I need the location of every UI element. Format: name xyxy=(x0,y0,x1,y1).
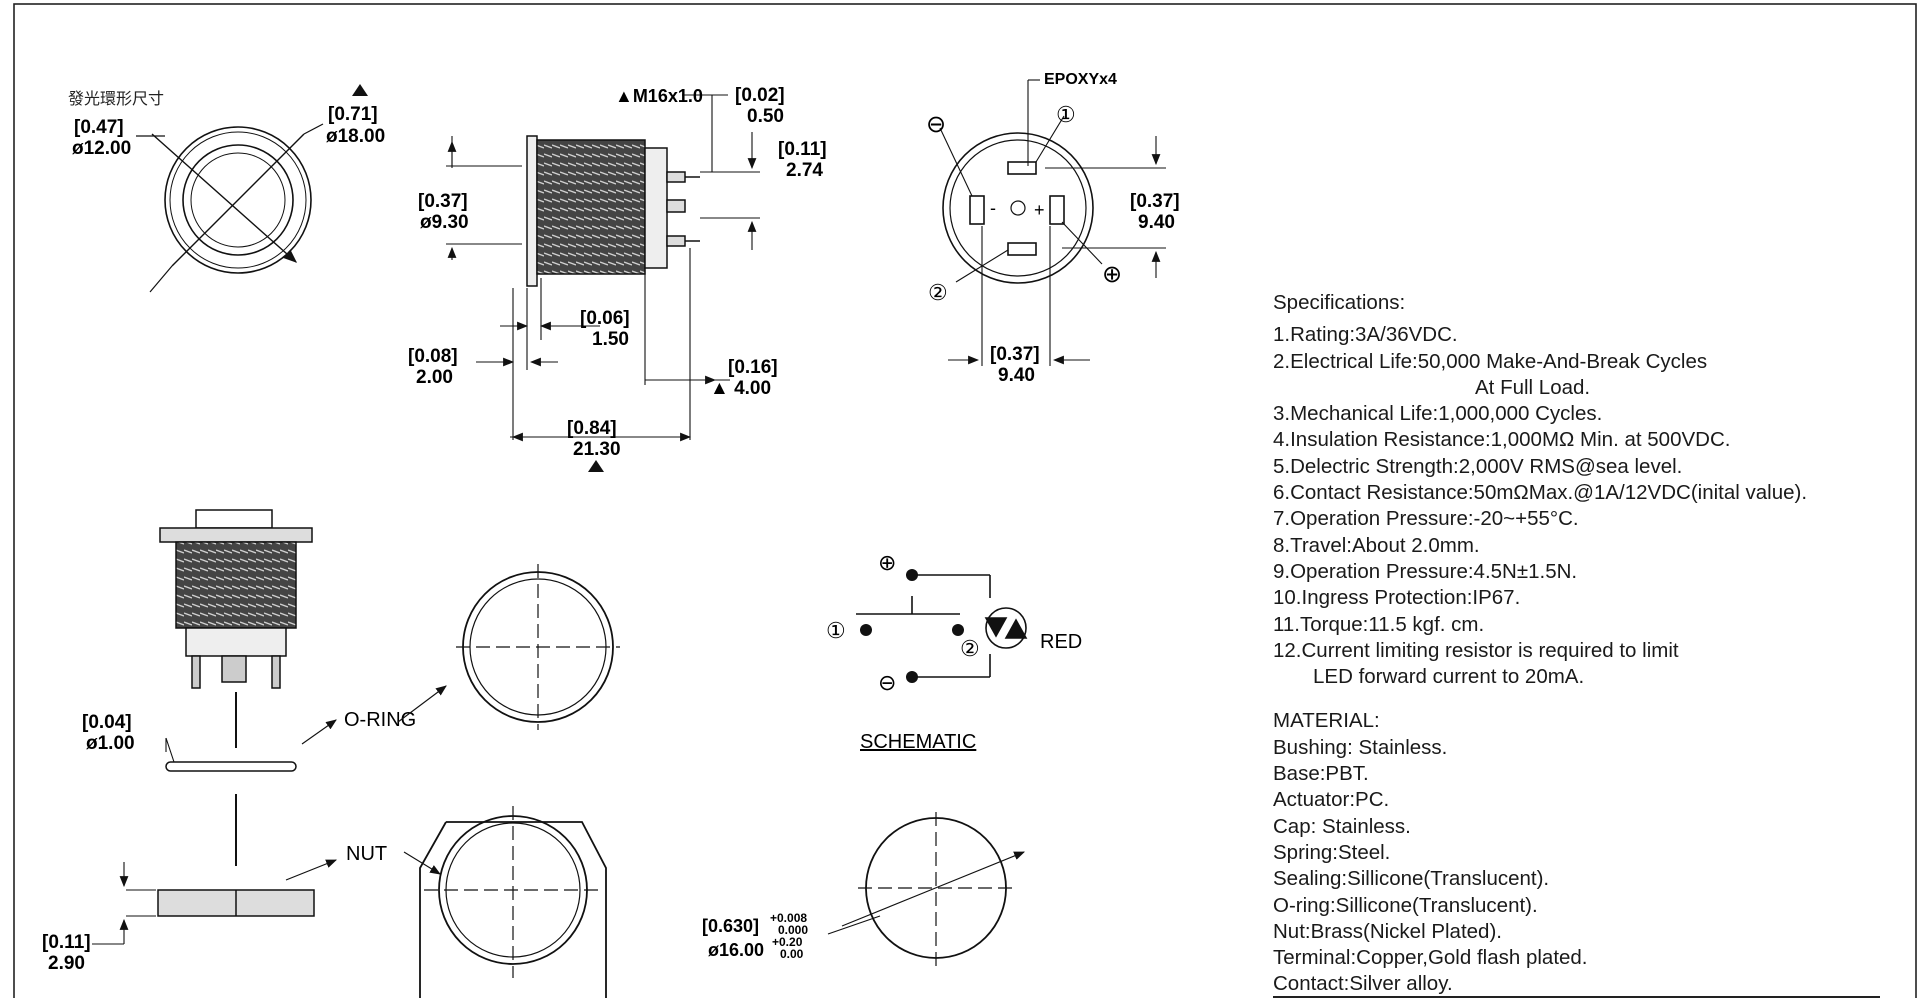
dim-d3-mm: 0.50 xyxy=(747,106,784,127)
spec-item: 10.Ingress Protection:IP67. xyxy=(1273,586,1521,610)
dim-d2-mm: ø18.00 xyxy=(326,126,385,147)
dim-d11-inch: [0.37] xyxy=(990,344,1040,365)
material-item: Contact:Silver alloy. xyxy=(1273,972,1453,996)
dim-d10-inch: [0.37] xyxy=(1130,191,1180,212)
material-item: Nut:Brass(Nickel Plated). xyxy=(1273,919,1502,943)
led-color-label: RED xyxy=(1040,631,1082,653)
schematic-plus: ⊕ xyxy=(878,550,896,575)
material-item: Actuator:PC. xyxy=(1273,788,1390,812)
material-item: Spring:Steel. xyxy=(1273,840,1391,864)
schematic-contact-dot xyxy=(906,569,918,581)
dim-d3-inch: [0.02] xyxy=(735,85,785,106)
terminal-view xyxy=(939,79,1166,366)
spec-item: LED forward current to 20mA. xyxy=(1313,665,1585,689)
spec-item: 8.Travel:About 2.0mm. xyxy=(1273,533,1480,557)
dim-d13-inch: [0.11] xyxy=(42,932,91,953)
dim-d12-inch: [0.04] xyxy=(82,712,132,733)
dim-d4-inch: [0.11] xyxy=(778,139,827,160)
schematic-t1: ① xyxy=(826,618,846,643)
spec-item: At Full Load. xyxy=(1475,375,1591,399)
spec-item: 3.Mechanical Life:1,000,000 Cycles. xyxy=(1273,402,1603,426)
dim-d4-mm: 2.74 xyxy=(786,160,823,181)
glow-ring-label: 發光環形尺寸 xyxy=(68,90,164,108)
dim-d5-inch: [0.37] xyxy=(418,191,468,212)
dim-d14-tol-mm-lo: 0.00 xyxy=(780,947,804,961)
drawing-border xyxy=(13,3,1917,998)
dim-d11-mm: 9.40 xyxy=(998,365,1035,386)
material-item: Cap: Stainless. xyxy=(1273,814,1411,838)
spec-item: 4.Insulation Resistance:1,000MΩ Min. at … xyxy=(1273,428,1731,452)
dim-d7-inch: [0.08] xyxy=(408,346,458,367)
spec-item: 6.Contact Resistance:50mΩMax.@1A/12VDC(i… xyxy=(1273,481,1808,505)
assembly-dimension-lines xyxy=(92,719,338,945)
panel-cutout-view xyxy=(827,812,1026,970)
dim-d9-mm: 21.30 xyxy=(573,439,621,460)
dim-d14-mm: ø16.00 xyxy=(708,940,764,960)
dim-d13-mm: 2.90 xyxy=(48,953,85,974)
schematic-diagram xyxy=(856,574,1028,678)
schematic-contact-dot xyxy=(860,624,872,636)
dim-d12-mm: ø1.00 xyxy=(86,733,135,754)
epoxy-label: EPOXYx4 xyxy=(1044,71,1117,88)
nut-label: NUT xyxy=(346,843,387,865)
material-item: Terminal:Copper,Gold flash plated. xyxy=(1273,946,1588,970)
schematic-contact-dot xyxy=(906,671,918,683)
terminal-minus-label: ⊖ xyxy=(926,111,946,138)
schematic-contact-dot xyxy=(952,624,964,636)
schematic-minus: ⊖ xyxy=(878,670,896,695)
thread-label: ▲M16x1.0 xyxy=(615,86,703,106)
dim-d14-tol-in-hi: +0.008 xyxy=(770,911,807,925)
spec-item: 9.Operation Pressure:4.5N±1.5N. xyxy=(1273,559,1578,583)
material-item: Sealing:Sillicone(Translucent). xyxy=(1273,867,1550,891)
dim-d8-inch: [0.16] xyxy=(728,357,778,378)
dim-d5-mm: ø9.30 xyxy=(420,212,469,233)
top-view xyxy=(136,123,324,293)
specifications-title: Specifications: xyxy=(1273,291,1406,314)
spec-item: 1.Rating:3A/36VDC. xyxy=(1273,323,1458,347)
dim-d9-inch: [0.84] xyxy=(567,418,617,439)
dim-d1-inch: [0.47] xyxy=(74,117,124,138)
dim-d14-tol-mm-hi: +0.20 xyxy=(772,935,803,949)
dim-d7-mm: 2.00 xyxy=(416,367,453,388)
terminal-2-label: ② xyxy=(928,280,948,305)
terminal-plus-label: ⊕ xyxy=(1102,261,1122,288)
o-ring-label: O-RING xyxy=(344,709,416,731)
triangle-marker-2 xyxy=(588,460,604,472)
nut-view xyxy=(403,806,607,998)
terminal-plus-small: + xyxy=(1034,200,1045,220)
dim-d6-mm: 1.50 xyxy=(592,329,629,350)
spec-item: 2.Electrical Life:50,000 Make-And-Break … xyxy=(1273,349,1708,373)
dim-d10-mm: 9.40 xyxy=(1138,212,1175,233)
o-ring-view xyxy=(397,564,620,730)
side-view-dimension-lines xyxy=(446,94,760,442)
triangle-marker-1 xyxy=(352,84,368,96)
specifications-panel: Specifications: 1.Rating:3A/36VDC. 2.Ele… xyxy=(1273,290,1893,998)
spec-item: 7.Operation Pressure:-20~+55°C. xyxy=(1273,507,1579,531)
dim-d14-inch: [0.630] xyxy=(702,916,759,936)
dim-d2-inch: [0.71] xyxy=(328,104,378,125)
assembled-switch xyxy=(157,509,315,917)
schematic-title: SCHEMATIC xyxy=(860,731,976,753)
material-title: MATERIAL: xyxy=(1273,709,1380,733)
spec-item: 12.Current limiting resistor is required… xyxy=(1273,638,1679,662)
dim-d8-mm: ▲ 4.00 xyxy=(710,378,771,399)
dim-d1-mm: ø12.00 xyxy=(72,138,131,159)
material-item: Bushing: Stainless. xyxy=(1273,735,1448,759)
material-item: Base:PBT. xyxy=(1273,762,1369,786)
material-underline xyxy=(1273,996,1880,998)
side-view xyxy=(526,135,700,287)
material-item: O-ring:Sillicone(Translucent). xyxy=(1273,893,1538,917)
dim-d14-tol-in-lo: 0.000 xyxy=(778,923,808,937)
spec-item: 5.Delectric Strength:2,000V RMS@sea leve… xyxy=(1273,454,1683,478)
spec-item: 11.Torque:11.5 kgf. cm. xyxy=(1273,612,1485,636)
schematic-t2: ② xyxy=(960,636,980,661)
terminal-minus-small: - xyxy=(990,198,996,218)
dim-d6-inch: [0.06] xyxy=(580,308,630,329)
terminal-1-label: ① xyxy=(1056,102,1076,127)
